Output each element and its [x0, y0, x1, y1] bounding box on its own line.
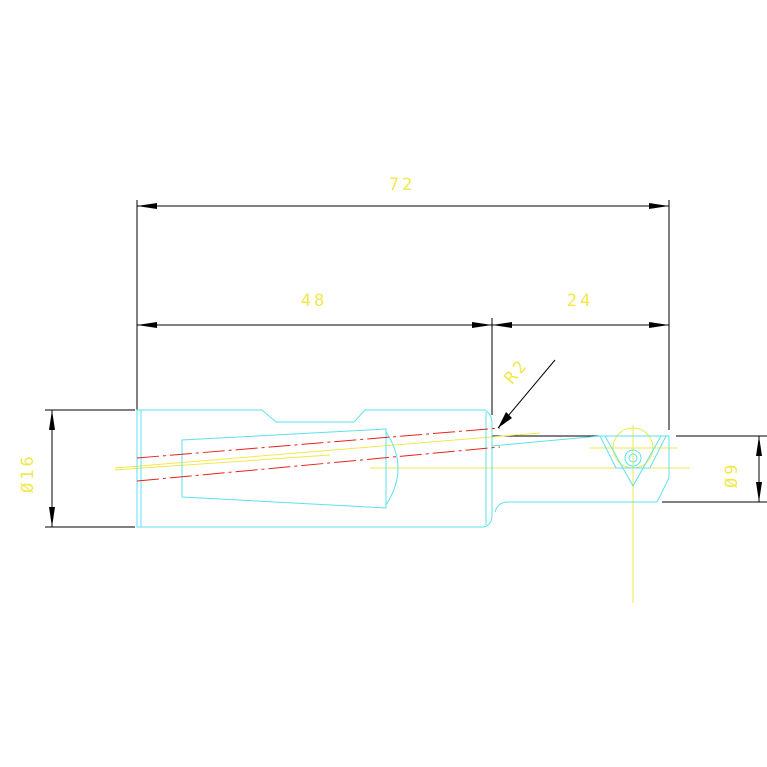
label-shank-diameter: Ø16	[18, 453, 38, 493]
arrow-48-left	[137, 322, 157, 328]
arrow-d16-bottom	[49, 507, 55, 527]
dimension-lines	[45, 200, 767, 528]
arrow-d9-top	[756, 436, 762, 456]
hidden-lines	[136, 427, 501, 482]
head-outline	[491, 435, 670, 513]
insert-screw-hole-inner	[628, 453, 638, 463]
arrow-72-left	[137, 203, 157, 209]
label-head-length: 24	[567, 291, 593, 311]
arrow-d9-bottom	[756, 482, 762, 502]
label-shank-length: 48	[301, 291, 327, 311]
coolant-slot-arc	[385, 431, 399, 506]
coolant-slot	[181, 428, 387, 509]
arrow-72-right	[649, 203, 669, 209]
main-axis-2	[114, 454, 331, 471]
coolant-channel-top	[136, 427, 501, 459]
head-reference-box	[491, 435, 670, 469]
insert-pocket	[599, 435, 667, 469]
shank-outline	[136, 409, 493, 528]
main-axis	[114, 432, 541, 469]
label-neck-diameter: Ø9	[722, 462, 742, 488]
arrow-48-right	[472, 322, 492, 328]
arrow-24-right	[649, 322, 669, 328]
label-overall-length: 72	[389, 175, 415, 195]
part-outline	[136, 409, 670, 528]
arrow-24-left	[492, 322, 512, 328]
coolant-channel-bottom	[136, 446, 501, 482]
label-radius: R2	[501, 355, 533, 388]
insert-screw-hole	[624, 449, 642, 467]
centerlines	[114, 425, 690, 603]
arrow-r2	[498, 412, 512, 428]
insert-triangle	[604, 435, 662, 488]
arrow-d16-top	[49, 410, 55, 430]
